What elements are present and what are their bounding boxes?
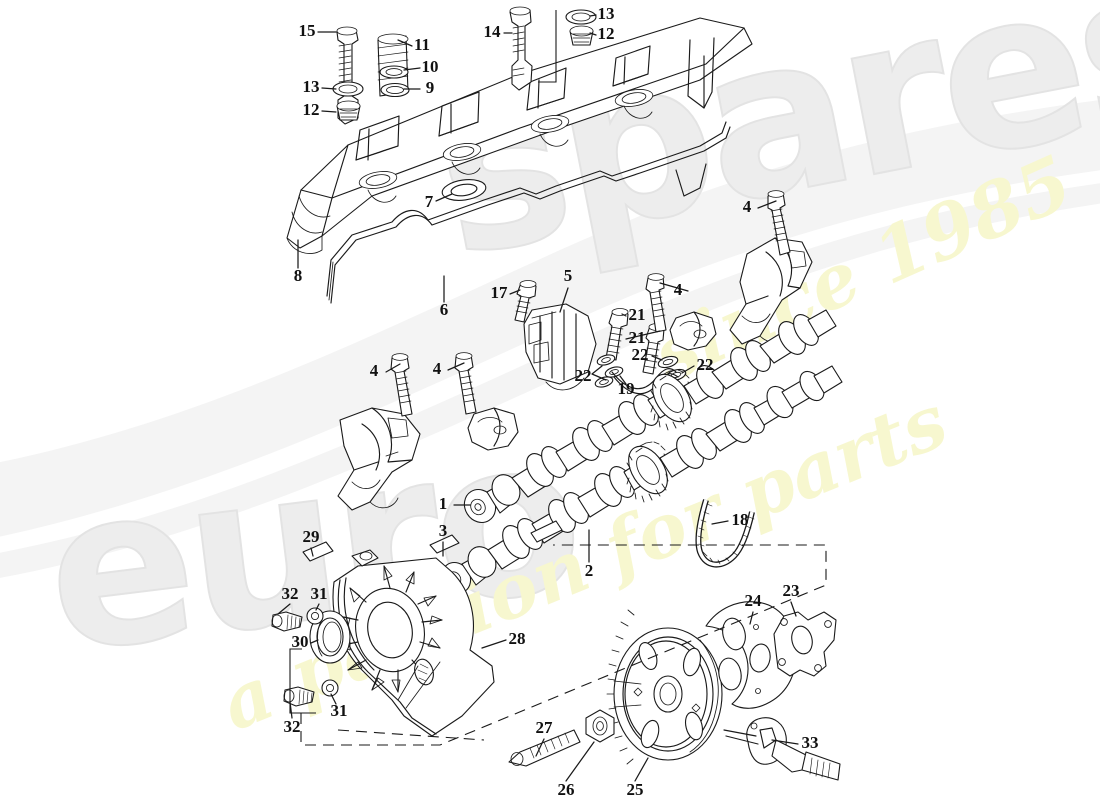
nut-part-26 xyxy=(585,709,615,743)
callout-number: 4 xyxy=(370,361,379,380)
callout-number: 25 xyxy=(627,780,644,799)
bolt-part-32-b xyxy=(283,686,315,707)
washer-part-13-right xyxy=(565,9,597,25)
callout-number: 22 xyxy=(575,366,592,385)
bolt-part-27 xyxy=(508,729,581,767)
callout-number: 4 xyxy=(743,197,752,216)
callout-number: 31 xyxy=(311,584,328,603)
bolt-part-17 xyxy=(514,280,537,323)
gasket-part-6 xyxy=(326,121,731,304)
bolt-part-4-d xyxy=(454,352,477,415)
callout-number: 19 xyxy=(618,379,635,398)
callout-number: 10 xyxy=(422,57,439,76)
washer-part-31-b xyxy=(321,679,339,697)
callout-number: 32 xyxy=(282,584,299,603)
callout-number: 4 xyxy=(433,359,442,378)
tensioner-rail-part-5 xyxy=(523,303,597,391)
callout-number: 5 xyxy=(564,266,573,285)
bolt-part-4-b xyxy=(645,273,667,333)
bolt-part-32-a xyxy=(271,611,303,632)
timing-chain-part-18 xyxy=(695,499,755,568)
callout-number: 7 xyxy=(425,192,434,211)
bearing-cap-small-right xyxy=(669,311,717,351)
bolt-part-4-c xyxy=(390,353,413,417)
camshaft-1-sprocket xyxy=(650,369,693,431)
bracket-part-23 xyxy=(773,611,837,677)
seal-stack-parts-11-10-9 xyxy=(377,33,410,98)
callout-number: 23 xyxy=(783,581,800,600)
callout-number: 22 xyxy=(632,345,649,364)
timing-cover-part-28 xyxy=(332,549,495,737)
callout-number: 24 xyxy=(745,591,763,610)
washer-part-13-left xyxy=(332,81,364,97)
bolt-part-15 xyxy=(336,26,359,125)
seal-part-7 xyxy=(441,179,487,201)
callout-number: 21 xyxy=(629,305,646,324)
callout-number: 8 xyxy=(294,266,303,285)
key-part-29 xyxy=(302,541,334,562)
bolt-part-21-a xyxy=(605,308,629,361)
callout-number: 17 xyxy=(491,283,509,302)
bracket-13-12-right xyxy=(538,10,557,83)
bearing-cap-small-left xyxy=(467,407,519,451)
leader-lines xyxy=(277,14,799,782)
key-part-3-a xyxy=(429,534,460,554)
callout-number: 26 xyxy=(558,780,575,799)
callout-number: 22 xyxy=(697,355,714,374)
callout-number: 6 xyxy=(440,300,449,319)
dashed-group-timing-cover xyxy=(300,544,827,746)
callout-number: 30 xyxy=(292,632,309,651)
sensor-part-33 xyxy=(723,717,841,781)
washer-part-31-a xyxy=(306,607,324,625)
callout-number: 21 xyxy=(629,328,646,347)
bolt-part-4-a xyxy=(767,190,791,256)
callout-number: 15 xyxy=(299,21,316,40)
callout-number: 31 xyxy=(331,701,348,720)
callout-number: 11 xyxy=(414,35,430,54)
callout-number: 28 xyxy=(509,629,526,648)
plug-hole xyxy=(358,89,654,189)
valve-cover-part-8 xyxy=(286,17,753,254)
callout-number: 9 xyxy=(426,78,435,97)
bracket-group-31-32 xyxy=(289,648,316,714)
callout-number: 1 xyxy=(439,494,448,513)
dashed-group-lower xyxy=(337,729,485,741)
washer-part-22-group xyxy=(594,354,687,388)
bolt-part-14 xyxy=(509,6,533,91)
callout-number: 3 xyxy=(439,521,448,540)
timing-pulley-part-25 xyxy=(606,609,723,765)
callout-number: 2 xyxy=(585,561,594,580)
callout-number: 27 xyxy=(536,718,554,737)
bearing-cap-large-left xyxy=(337,407,421,511)
backing-plate-part-24 xyxy=(705,601,797,709)
callout-number: 4 xyxy=(674,280,683,299)
callout-number: 12 xyxy=(598,24,615,43)
callout-number: 29 xyxy=(303,527,320,546)
callout-number: 14 xyxy=(484,22,502,41)
callout-number: 18 xyxy=(732,510,749,529)
callout-number: 32 xyxy=(284,717,301,736)
nut-part-12-left xyxy=(336,100,361,121)
nut-part-12-right xyxy=(569,25,594,46)
callout-number: 13 xyxy=(598,4,615,23)
callout-number: 13 xyxy=(303,77,320,96)
camshaft-part-1 xyxy=(463,309,837,524)
key-part-3-b xyxy=(530,520,563,543)
callout-number: 12 xyxy=(303,100,320,119)
callout-number: 33 xyxy=(802,733,819,752)
